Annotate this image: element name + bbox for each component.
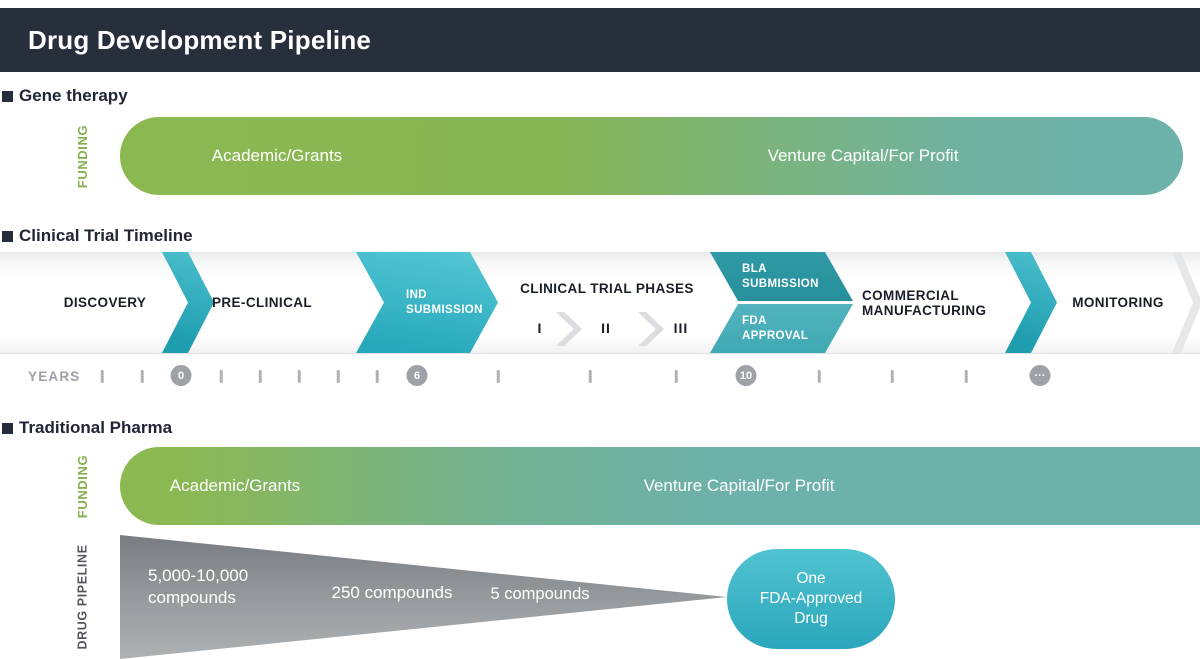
funnel-stage-1: 5,000-10,000 compounds	[148, 566, 249, 608]
section-heading-traditional-pharma: Traditional Pharma	[2, 418, 172, 438]
square-bullet-icon	[2, 90, 13, 102]
page-title: Drug Development Pipeline	[28, 25, 372, 55]
square-bullet-icon	[2, 230, 13, 242]
section-heading-label: Clinical Trial Timeline	[19, 226, 193, 245]
segment-academic-grants: Academic/Grants	[211, 146, 343, 165]
stage-bla-submission: BLA SUBMISSION	[710, 252, 853, 301]
chevron-arrow-icon	[1005, 252, 1057, 353]
year-tick	[297, 370, 301, 383]
phase-ii: II	[601, 320, 611, 336]
clinical-phases-heading: CLINICAL TRIAL PHASES	[520, 280, 694, 296]
years-axis: YEARS 0 6 10 ···	[0, 362, 1200, 396]
years-label: YEARS	[28, 369, 81, 384]
segment-venture-capital: Venture Capital/For Profit	[643, 476, 835, 495]
funding-bar-traditional-pharma: Academic/Grants Venture Capital/For Prof…	[120, 447, 1200, 525]
funding-axis-label-pharma: FUNDING	[75, 454, 91, 518]
section-heading-gene-therapy: Gene therapy	[2, 86, 128, 106]
stage-discovery: DISCOVERY	[63, 295, 147, 310]
pipeline-funnel: 5,000-10,000 compounds 250 compounds 5 c…	[120, 535, 727, 659]
timeline-band: DISCOVERY PRE-CLINICAL IND SUBMISSION CL…	[0, 252, 1200, 354]
section-heading-label: Gene therapy	[19, 86, 128, 105]
phase-separator-icon	[638, 312, 664, 346]
phase-separator-icon	[556, 312, 582, 346]
funnel-stage-3: 5 compounds	[490, 585, 590, 603]
year-marker: 6	[406, 365, 428, 386]
year-tick	[375, 370, 379, 383]
funding-bar-gene-therapy: Academic/Grants Venture Capital/For Prof…	[120, 117, 1183, 195]
fda-approved-drug-pill: One FDA-Approved Drug	[727, 549, 895, 649]
segment-academic-grants: Academic/Grants	[169, 476, 301, 495]
year-tick	[588, 370, 592, 383]
stage-fda-approval: FDA APPROVAL	[710, 304, 853, 353]
year-tick	[674, 370, 678, 383]
year-marker: 0	[170, 365, 192, 386]
year-tick	[100, 370, 104, 383]
stage-ind-submission: IND SUBMISSION	[356, 252, 498, 353]
funding-axis-label-gene: FUNDING	[75, 124, 91, 188]
section-heading-clinical-trial: Clinical Trial Timeline	[2, 226, 193, 246]
section-heading-label: Traditional Pharma	[19, 418, 173, 437]
year-tick	[140, 370, 144, 383]
year-tick	[336, 370, 340, 383]
year-tick	[964, 370, 968, 383]
stage-commercial-manufacturing: COMMERCIAL MANUFACTURING	[862, 287, 987, 318]
year-tick	[890, 370, 894, 383]
phase-iii: III	[673, 320, 689, 336]
year-marker: ···	[1029, 365, 1051, 386]
stage-pre-clinical: PRE-CLINICAL	[211, 295, 313, 310]
year-tick	[817, 370, 821, 383]
funnel-stage-2: 250 compounds	[331, 583, 453, 602]
year-tick	[219, 370, 223, 383]
phase-i: I	[537, 320, 543, 336]
square-bullet-icon	[2, 422, 13, 434]
header-bar: Drug Development Pipeline	[0, 8, 1200, 72]
year-marker: 10	[735, 365, 757, 386]
drug-pipeline-axis-label: DRUG PIPELINE	[76, 544, 91, 650]
year-tick	[258, 370, 262, 383]
year-tick	[496, 370, 500, 383]
segment-venture-capital: Venture Capital/For Profit	[767, 146, 959, 165]
stage-monitoring: MONITORING	[1072, 295, 1164, 310]
